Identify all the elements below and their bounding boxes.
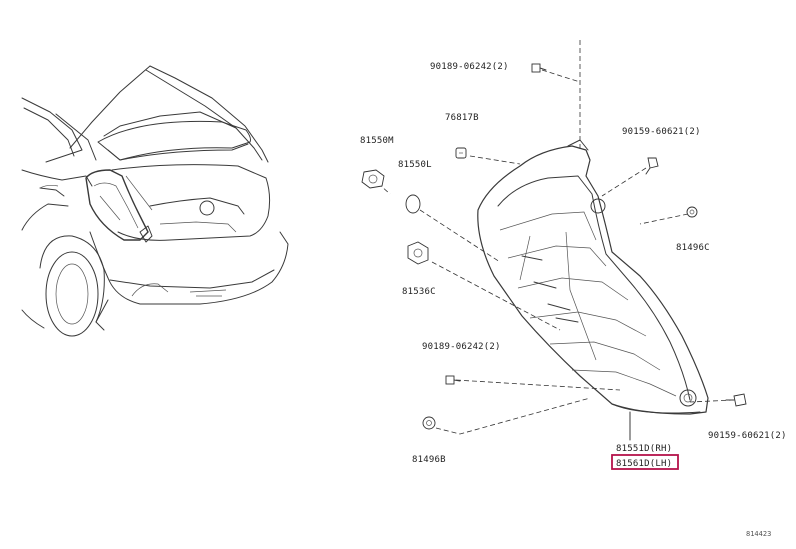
label-81550m[interactable]: 81550M — [360, 136, 394, 146]
small-parts — [361, 63, 747, 430]
bulb-81550l-icon — [405, 194, 421, 214]
screw-top-right-icon — [645, 157, 659, 175]
socket-81536c-icon — [407, 241, 429, 265]
highlight-box — [611, 454, 679, 470]
label-76817b[interactable]: 76817B — [445, 113, 479, 123]
screw-lower-right-icon — [725, 393, 747, 407]
tail-lamp-assembly — [477, 139, 709, 415]
label-81550l[interactable]: 81550L — [398, 160, 432, 170]
diagram-code: 814423 — [746, 530, 771, 538]
retainer-81496b-icon — [422, 416, 436, 430]
bolt-lower-icon — [445, 375, 461, 385]
label-81496b[interactable]: 81496B — [412, 455, 446, 465]
label-bolt-top[interactable]: 90189-06242(2) — [430, 62, 509, 72]
label-lamp-lh[interactable]: 81561D(LH) — [616, 459, 672, 469]
label-screw-lower-right[interactable]: 90159-60621(2) — [708, 431, 787, 441]
clip-76817b-icon — [455, 147, 467, 159]
bolt-top-icon — [531, 63, 547, 73]
label-81536c[interactable]: 81536C — [402, 287, 436, 297]
label-lamp-rh[interactable]: 81551D(RH) — [616, 444, 672, 454]
label-81496c[interactable]: 81496C — [676, 243, 710, 253]
label-screw-top-right[interactable]: 90159-60621(2) — [622, 127, 701, 137]
retainer-81496c-icon — [686, 206, 698, 218]
socket-81550m-icon — [361, 169, 385, 189]
leader-lines — [371, 40, 735, 441]
car-rear-illustration — [21, 65, 289, 337]
label-bolt-lower[interactable]: 90189-06242(2) — [422, 342, 501, 352]
part-number-labels: 90189-06242(2) 76817B 81550M 81550L 9015… — [360, 62, 787, 538]
